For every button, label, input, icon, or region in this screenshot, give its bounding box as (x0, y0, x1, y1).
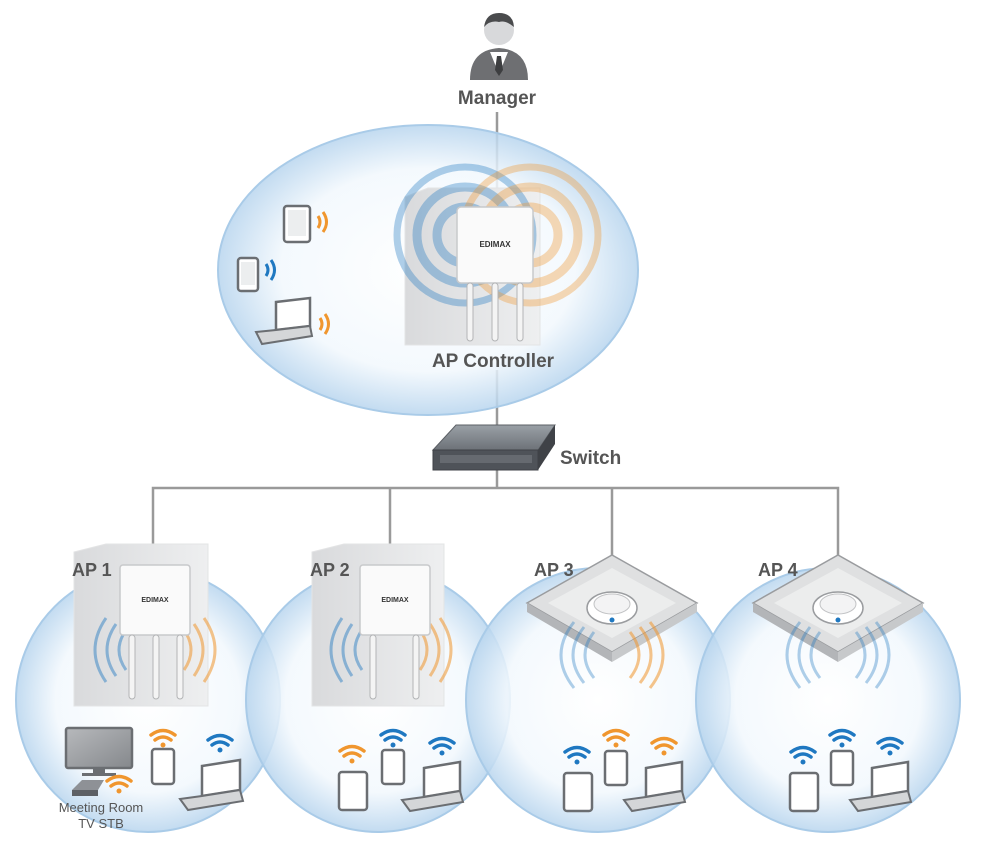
tablet-icon (562, 771, 594, 813)
laptop-icon (178, 758, 245, 812)
wifi-icon (428, 736, 456, 750)
ap1-clients (64, 726, 245, 812)
ap1-device: EDIMAX (73, 543, 217, 707)
wifi-icon (828, 728, 856, 742)
wifi-icon (206, 733, 234, 747)
ap4-clients (788, 728, 913, 813)
wifi-icon (650, 736, 678, 750)
laptop-icon (848, 760, 913, 813)
ap3-label: AP 3 (534, 560, 574, 580)
ceiling-access-point-icon (751, 554, 925, 662)
wifi-icon (316, 211, 328, 233)
laptop-icon (400, 760, 465, 813)
ap4-signal (785, 621, 891, 689)
phone-icon (829, 749, 855, 787)
ap2-clients (337, 728, 465, 813)
tablet-icon (282, 204, 312, 244)
wifi-icon (149, 728, 177, 742)
controller-brand: EDIMAX (479, 240, 511, 249)
wifi-icon (379, 728, 407, 742)
manager-label: Manager (458, 88, 537, 109)
ap4-label: AP 4 (758, 560, 798, 580)
ap-controller-label: AP Controller (432, 351, 555, 372)
laptop-icon (622, 760, 687, 813)
tablet-icon (337, 770, 369, 812)
wifi-icon (563, 745, 591, 759)
set-top-box-icon (72, 780, 104, 796)
tablet-icon (788, 771, 820, 813)
wifi-icon (264, 259, 276, 281)
controller-antennas (466, 282, 524, 342)
phone-icon (150, 747, 176, 786)
access-point-icon (359, 564, 431, 636)
wifi-icon (789, 745, 817, 759)
ap1-brand: EDIMAX (141, 597, 169, 604)
meeting-room-label-line2: TV STB (78, 816, 124, 831)
controller-devices (236, 204, 330, 346)
ap3-clients (562, 728, 687, 813)
ap1-label: AP 1 (72, 560, 112, 580)
wifi-icon (338, 744, 366, 758)
switch-label: Switch (560, 448, 621, 469)
phone-icon (236, 256, 260, 293)
phone-icon (603, 749, 629, 787)
ap2-device: EDIMAX (311, 543, 453, 707)
ap2-brand: EDIMAX (381, 597, 409, 604)
manager-avatar-icon (470, 13, 528, 80)
wifi-icon (876, 736, 904, 750)
switch-icon (431, 424, 556, 471)
tv-icon (64, 726, 134, 776)
ap-controller: EDIMAX (393, 163, 602, 346)
laptop-icon (254, 296, 314, 346)
ap2-label: AP 2 (310, 560, 350, 580)
wifi-icon (318, 313, 330, 335)
ap3-signal (559, 621, 665, 689)
phone-icon (380, 748, 406, 786)
ceiling-access-point-icon (525, 554, 699, 662)
wifi-icon (105, 774, 133, 788)
wifi-icon (602, 728, 630, 742)
meeting-room-label-line1: Meeting Room (59, 800, 144, 815)
